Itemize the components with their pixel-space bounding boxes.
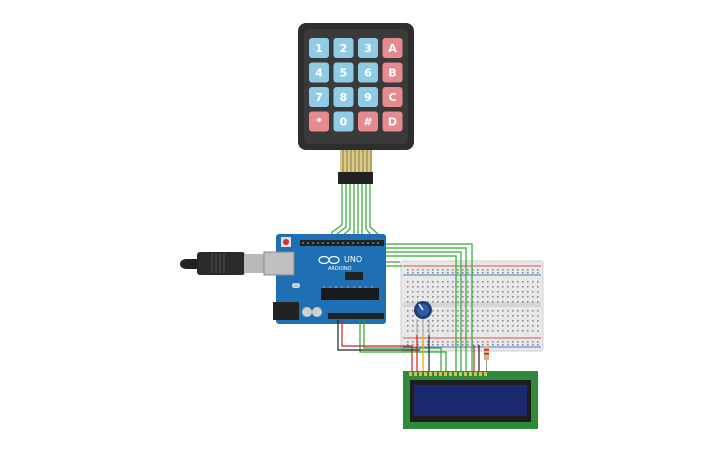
key-label: 4 xyxy=(315,67,323,80)
key-5[interactable]: 5 xyxy=(333,62,354,83)
resistor xyxy=(484,346,489,375)
capacitor-1 xyxy=(302,307,312,317)
key-8[interactable]: 8 xyxy=(333,87,354,107)
capacitor-2 xyxy=(312,307,322,317)
potentiometer[interactable] xyxy=(414,301,432,335)
usb-cable xyxy=(180,252,264,275)
power-jack xyxy=(273,302,299,320)
key-label: 2 xyxy=(340,42,348,55)
key-label: 8 xyxy=(340,91,348,104)
key-label: 3 xyxy=(364,42,372,55)
key-label: 7 xyxy=(315,91,323,104)
keypad-keys: 1 2 3 A 4 5 6 B 7 8 9 C * 0 # D xyxy=(309,38,403,132)
key-C[interactable]: C xyxy=(382,87,403,107)
key-label: # xyxy=(363,116,372,129)
key-7[interactable]: 7 xyxy=(309,87,329,107)
key-4[interactable]: 4 xyxy=(309,62,329,83)
key-label: 9 xyxy=(364,91,372,104)
arduino-board xyxy=(276,234,386,324)
key-label: * xyxy=(316,116,322,129)
key-D[interactable]: D xyxy=(382,111,403,132)
arduino-model: UNO xyxy=(344,255,362,264)
key-label: 0 xyxy=(340,116,348,129)
key-label: 5 xyxy=(340,67,348,80)
arduino-uno[interactable]: ARDUINO UNO xyxy=(180,234,386,324)
key-1[interactable]: 1 xyxy=(309,38,329,58)
wires-arduino-to-lcd xyxy=(337,243,480,375)
key-label: 1 xyxy=(315,42,323,55)
key-A[interactable]: A xyxy=(382,38,403,58)
key-6[interactable]: 6 xyxy=(358,62,378,83)
keypad-connector xyxy=(338,172,373,184)
key-label: C xyxy=(388,91,396,104)
lcd-16x2[interactable] xyxy=(403,371,538,429)
key-2[interactable]: 2 xyxy=(333,38,354,58)
key-B[interactable]: B xyxy=(382,62,403,83)
keypad-face xyxy=(304,29,408,144)
key-label: D xyxy=(388,116,397,129)
key-hash[interactable]: # xyxy=(358,111,378,132)
power-analog-header xyxy=(328,313,384,319)
key-label: A xyxy=(388,42,397,55)
key-3[interactable]: 3 xyxy=(358,38,378,58)
key-label: 6 xyxy=(364,67,372,80)
key-star[interactable]: * xyxy=(309,111,329,132)
keypad-ribbon xyxy=(338,150,373,184)
key-0[interactable]: 0 xyxy=(333,111,354,132)
key-9[interactable]: 9 xyxy=(358,87,378,107)
potentiometer-wires xyxy=(416,335,430,375)
arduino-logo: ARDUINO UNO xyxy=(318,255,362,272)
keypad-4x4[interactable]: 1 2 3 A 4 5 6 B 7 8 9 C * 0 # D xyxy=(298,23,414,150)
lcd-screen xyxy=(414,385,527,416)
key-label: B xyxy=(388,67,396,80)
usb-socket xyxy=(263,251,295,276)
arduino-brand: ARDUINO xyxy=(328,266,352,272)
atmega-chip xyxy=(321,288,379,300)
breadboard-holes xyxy=(407,269,539,346)
